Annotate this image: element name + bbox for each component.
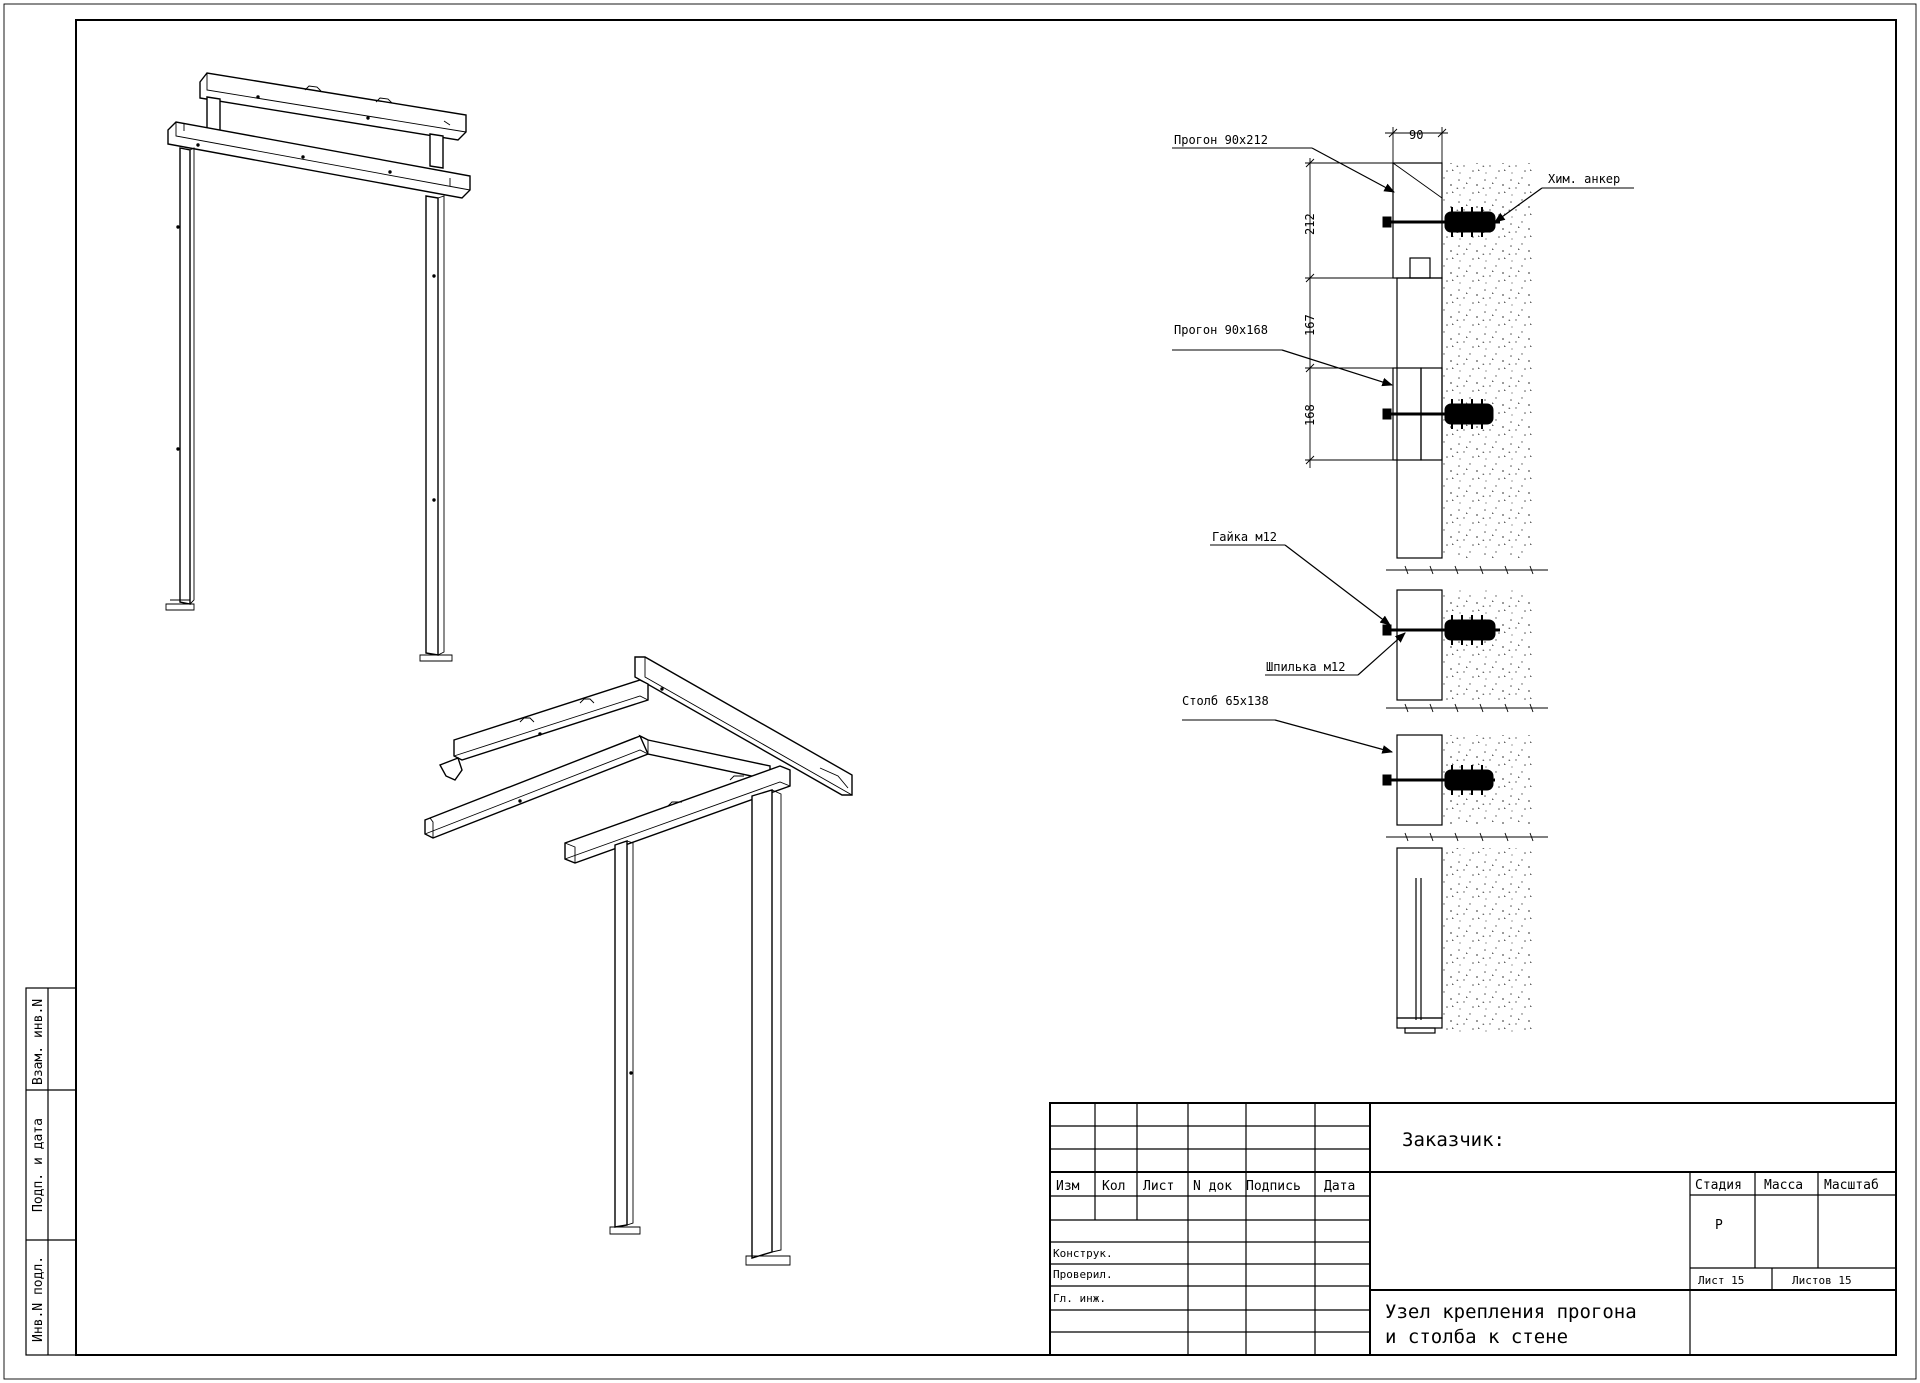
iso-view-frame <box>165 72 471 662</box>
tb-sheets: Листов 15 <box>1792 1274 1852 1287</box>
label-nut: Гайка м12 <box>1212 530 1277 544</box>
tb-sheet: Лист 15 <box>1698 1274 1744 1287</box>
tb-stage-header: Стадия <box>1695 1178 1742 1193</box>
outer-frame <box>3 3 1917 1380</box>
anchor-bolt-1 <box>1382 207 1500 237</box>
label-anchor: Хим. анкер <box>1548 172 1620 186</box>
section-detail: 90 212 167 168 <box>1172 127 1634 1034</box>
side-stamp-vzam: Взам. инв.N <box>31 999 46 1085</box>
label-post: Столб 65х138 <box>1182 694 1269 708</box>
dim-212: 212 <box>1303 213 1317 235</box>
tb-title-line2: и столба к стене <box>1385 1326 1568 1348</box>
tb-role-chief: Гл. инж. <box>1053 1292 1106 1305</box>
dim-168: 168 <box>1303 404 1317 426</box>
tb-stage-value: Р <box>1715 1218 1723 1233</box>
dim-167: 167 <box>1303 314 1317 336</box>
side-stamp-inv: Инв.N подл. <box>31 1256 46 1342</box>
label-progon-168: Прогон 90х168 <box>1174 323 1268 337</box>
tb-header-list: Лист <box>1143 1179 1174 1194</box>
drawing-frame <box>75 19 1897 1356</box>
break-line <box>1386 565 1548 842</box>
tb-customer: Заказчик: <box>1402 1129 1505 1151</box>
tb-header-ndok: N док <box>1193 1179 1232 1194</box>
leaders <box>1172 147 1634 754</box>
tb-scale-header: Масштаб <box>1824 1178 1879 1193</box>
side-stamp-podp: Подп. и дата <box>31 1118 46 1212</box>
tb-role-checked: Проверил. <box>1053 1268 1113 1281</box>
anchor-bolt-4 <box>1382 765 1495 795</box>
tb-header-data: Дата <box>1324 1179 1355 1194</box>
anchor-bolt-2 <box>1382 399 1494 429</box>
anchor-bolt-3 <box>1382 615 1500 645</box>
dim-width-text: 90 <box>1409 128 1423 142</box>
tb-role-constructor: Конструк. <box>1053 1247 1113 1260</box>
tb-header-kol: Кол <box>1102 1179 1125 1194</box>
tb-title-line1: Узел крепления прогона <box>1385 1301 1637 1323</box>
label-stud: Шпилька м12 <box>1266 660 1345 674</box>
iso-view-canopy <box>424 656 853 1266</box>
label-progon-212: Прогон 90х212 <box>1174 133 1268 147</box>
dim-vertical: 212 167 168 <box>1303 158 1393 468</box>
dim-width: 90 <box>1385 127 1448 163</box>
tb-header-izm: Изм <box>1056 1179 1080 1194</box>
side-stamp: Взам. инв.N Подп. и дата Инв.N подл. <box>25 987 77 1356</box>
title-block: Изм Кол Лист N док Подпись Дата Конструк… <box>1049 1102 1897 1356</box>
tb-mass-header: Масса <box>1764 1178 1803 1193</box>
tb-header-podpis: Подпись <box>1246 1179 1301 1194</box>
